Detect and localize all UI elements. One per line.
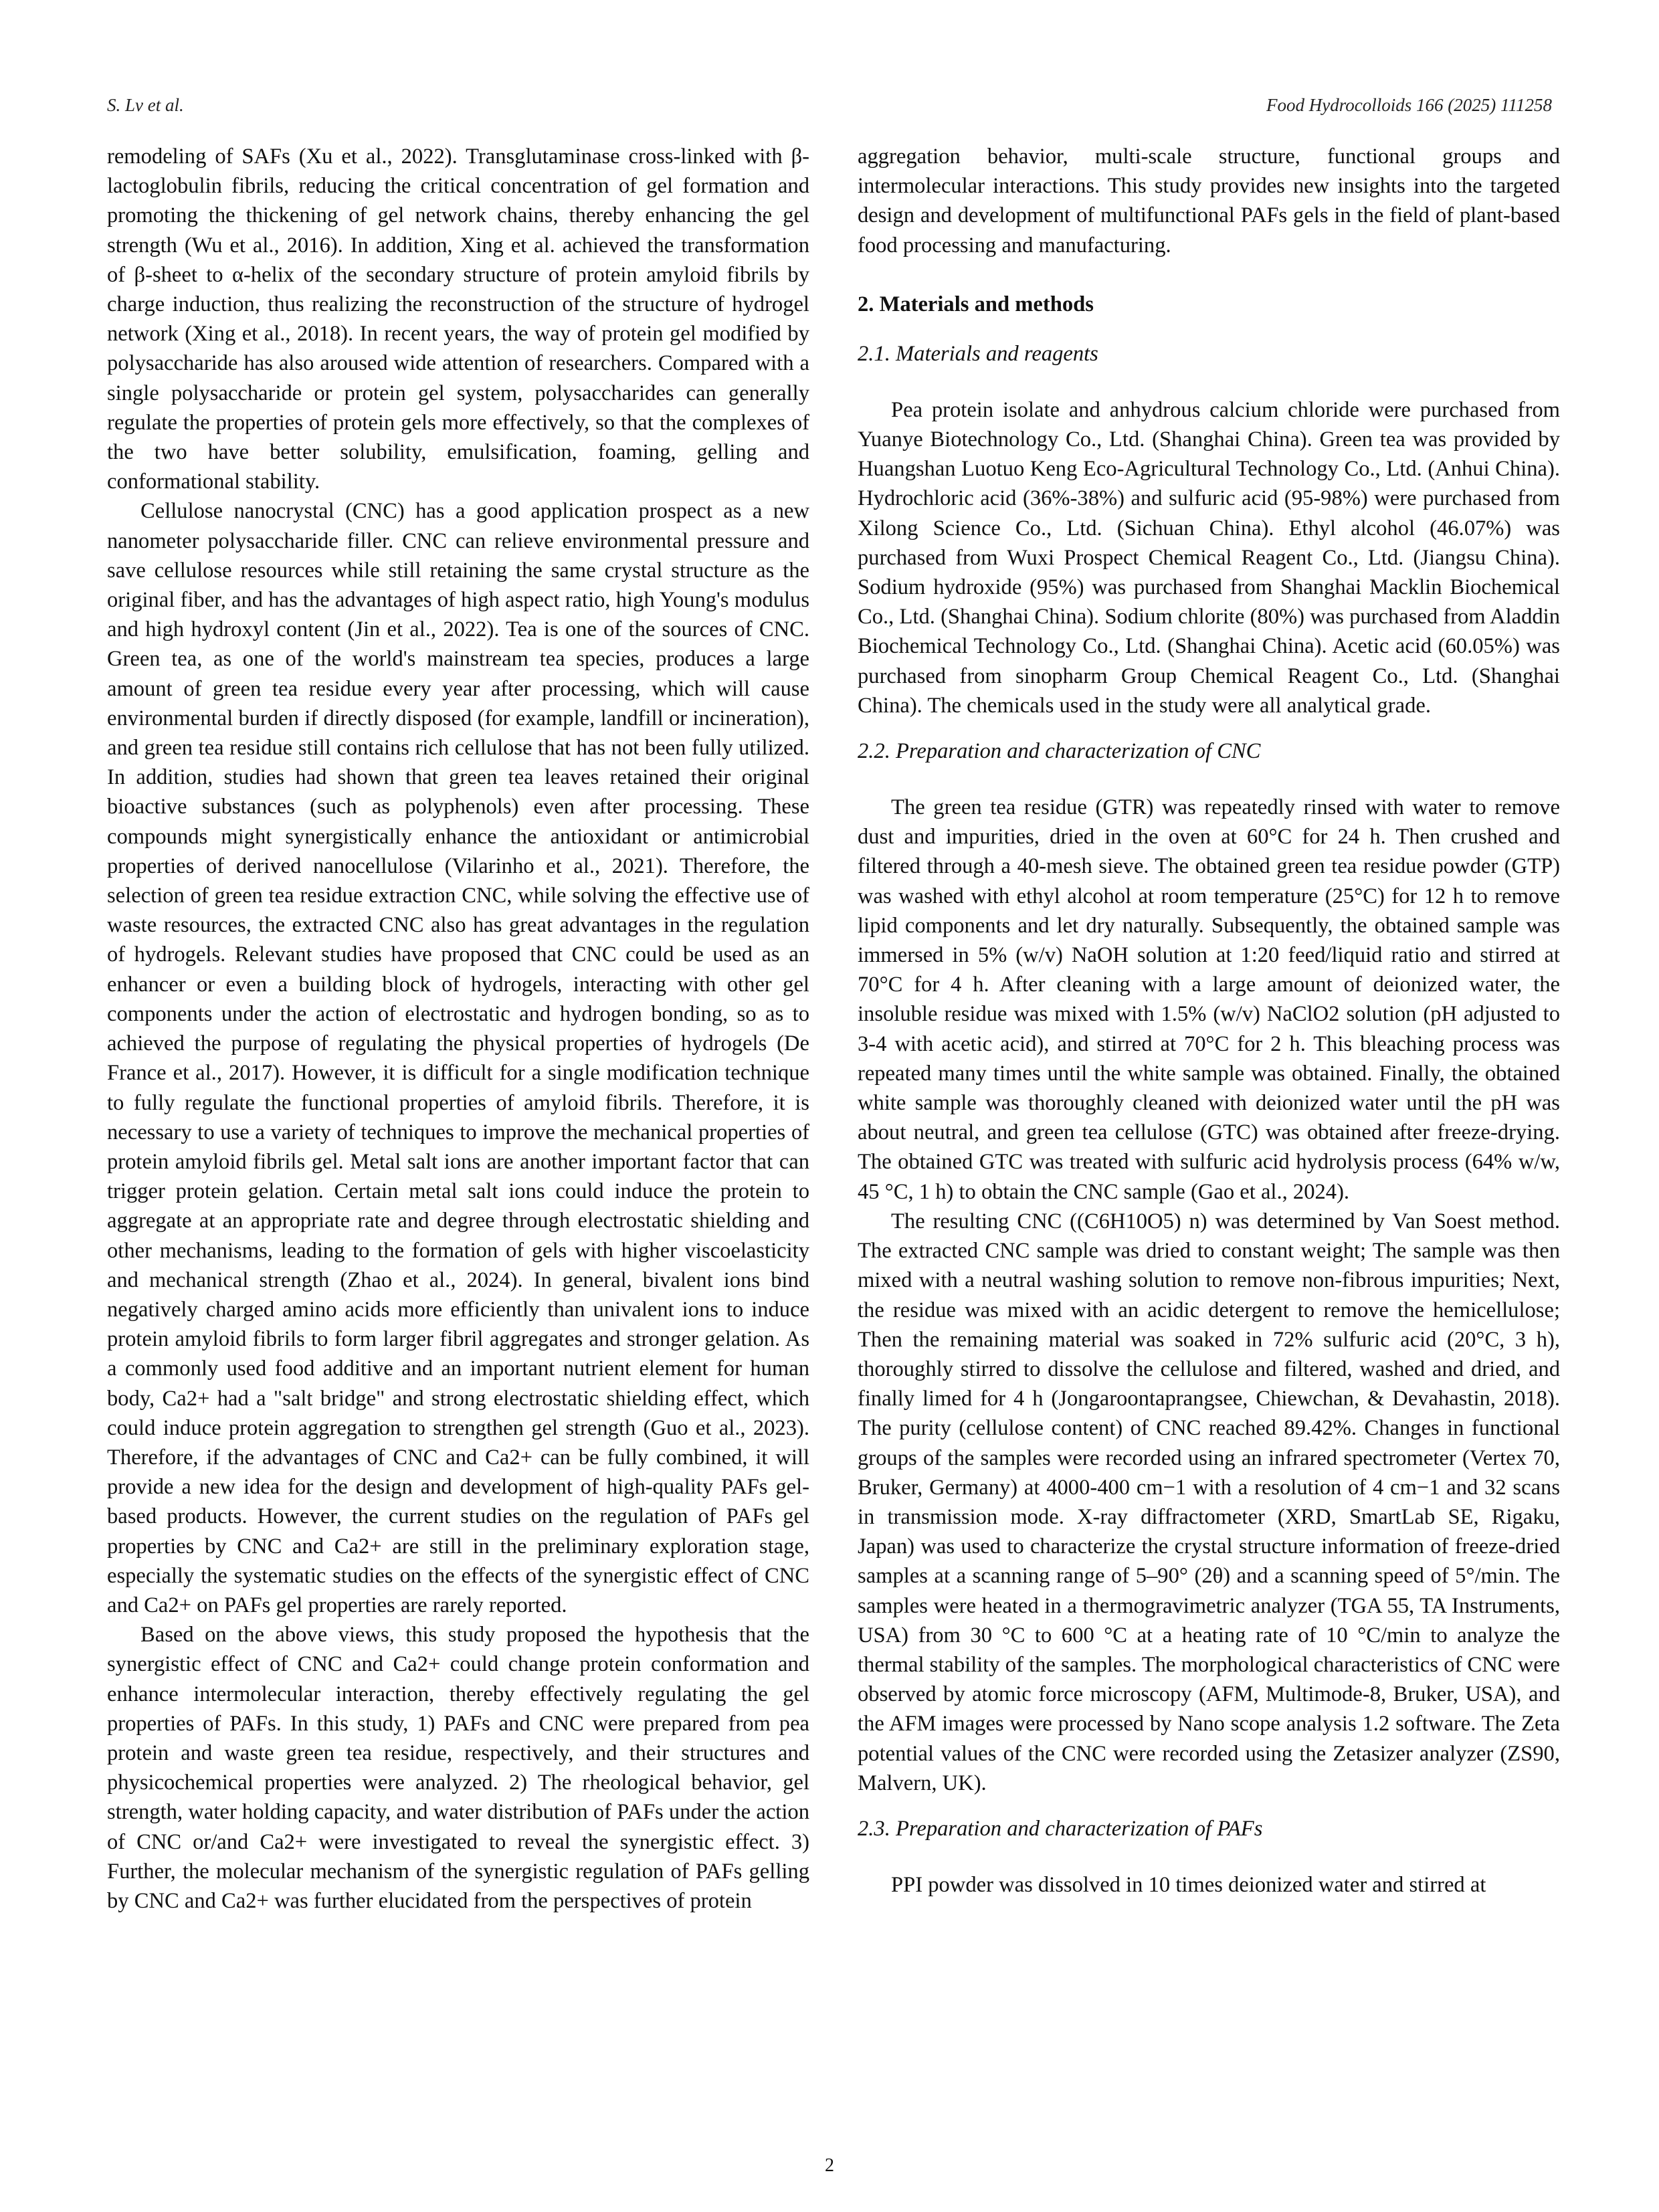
subsection-heading-materials-reagents: 2.1. Materials and reagents (858, 341, 1098, 366)
left-column: remodeling of SAFs (Xu et al., 2022). Tr… (107, 142, 809, 1916)
paragraph-intro-continued: remodeling of SAFs (Xu et al., 2022). Tr… (107, 144, 809, 494)
paragraph-cnc-preparation: The green tea residue (GTR) was repeated… (858, 795, 1560, 1204)
paragraph-cnc-background: Cellulose nanocrystal (CNC) has a good a… (107, 499, 809, 1617)
paragraph-intro-end: aggregation behavior, multi-scale struct… (858, 144, 1560, 258)
running-head-journal: Food Hydrocolloids 166 (2025) 111258 (1266, 95, 1552, 115)
page-number: 2 (825, 2155, 834, 2176)
subsection-heading-cnc-preparation: 2.2. Preparation and characterization of… (858, 739, 1261, 764)
subsection-heading-pafs-preparation: 2.3. Preparation and characterization of… (858, 1816, 1263, 1841)
paragraph-hypothesis: Based on the above views, this study pro… (107, 1623, 809, 1913)
paragraph-pafs-preparation: PPI powder was dissolved in 10 times dei… (891, 1872, 1486, 1897)
running-head-authors: S. Lv et al. (107, 95, 184, 115)
section-heading-materials-methods: 2. Materials and methods (858, 292, 1094, 316)
paragraph-materials: Pea protein isolate and anhydrous calciu… (858, 397, 1560, 718)
paragraph-cnc-characterization: The resulting CNC ((C6H10O5) n) was dete… (858, 1209, 1560, 1795)
right-column: aggregation behavior, multi-scale struct… (858, 142, 1560, 1900)
